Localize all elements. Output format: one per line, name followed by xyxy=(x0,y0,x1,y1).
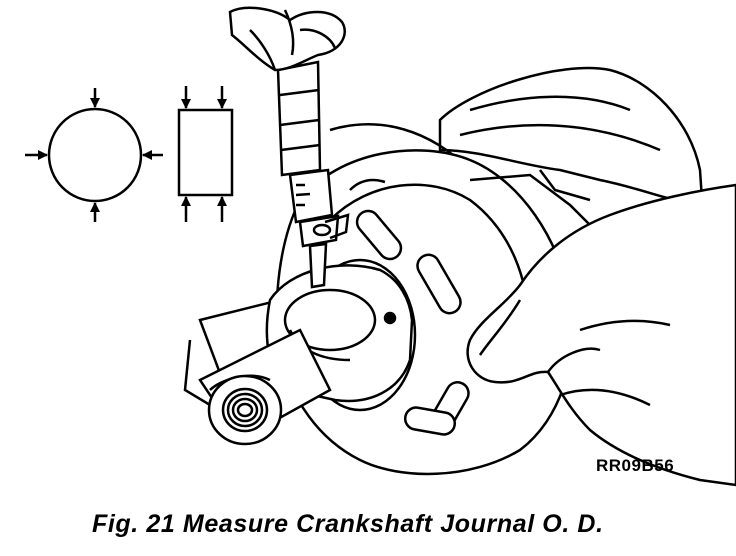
figure-reference-code: RR09B56 xyxy=(596,456,675,475)
lower-hand xyxy=(466,183,736,487)
taper-diagram-icon xyxy=(177,86,234,222)
upper-hand xyxy=(228,6,346,72)
figure-caption: Fig. 21 Measure Crankshaft Journal O. D. xyxy=(92,510,604,538)
out-of-round-diagram-icon xyxy=(25,88,163,222)
crankshaft-snout xyxy=(207,374,283,446)
micrometer xyxy=(276,60,350,289)
